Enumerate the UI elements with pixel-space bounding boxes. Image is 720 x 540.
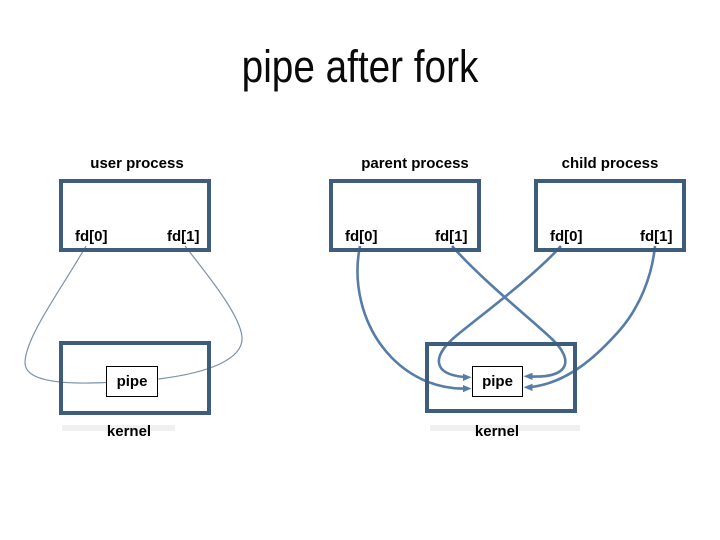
shared-kernel-label: kernel (474, 423, 520, 440)
user-fd0-label: fd[0] (75, 228, 108, 245)
user-pipe-box: pipe (106, 366, 158, 397)
user-fd1-label: fd[1] (167, 228, 200, 245)
arrowhead-child-fd1 (523, 383, 533, 391)
shared-pipe-box: pipe (472, 366, 523, 397)
parent-process-label: parent process (361, 155, 469, 172)
parent-fd1-label: fd[1] (435, 228, 468, 245)
user-process-label: user process (90, 155, 184, 172)
user-kernel-box (59, 341, 211, 415)
curve-child-fd0-to-pipe (437, 245, 562, 379)
arrowhead-parent-fd1 (523, 372, 533, 380)
arrowhead-parent-fd0 (463, 385, 472, 393)
kernel-caption-highlight-left (62, 425, 175, 431)
child-process-label: child process (561, 155, 659, 172)
curve-parent-fd1-to-pipe (451, 245, 567, 378)
kernel-caption-highlight-right (430, 425, 580, 431)
curve-parent-fd0-to-pipe (356, 245, 465, 390)
user-process-box (59, 179, 211, 252)
child-process-box (534, 179, 686, 252)
user-pipe-label: pipe (116, 373, 148, 390)
child-fd1-label: fd[1] (640, 228, 673, 245)
curve-child-fd1-to-pipe (530, 245, 657, 389)
shared-pipe-label: pipe (482, 373, 513, 390)
parent-process-box (329, 179, 481, 252)
slide-title: pipe after fork (241, 41, 479, 92)
curve-user-fd1-to-pipe (158, 245, 243, 380)
shared-kernel-box (425, 342, 577, 413)
child-fd0-label: fd[0] (550, 228, 583, 245)
arrowhead-child-fd0 (463, 373, 472, 381)
user-kernel-label: kernel (106, 423, 152, 440)
parent-fd0-label: fd[0] (345, 228, 378, 245)
